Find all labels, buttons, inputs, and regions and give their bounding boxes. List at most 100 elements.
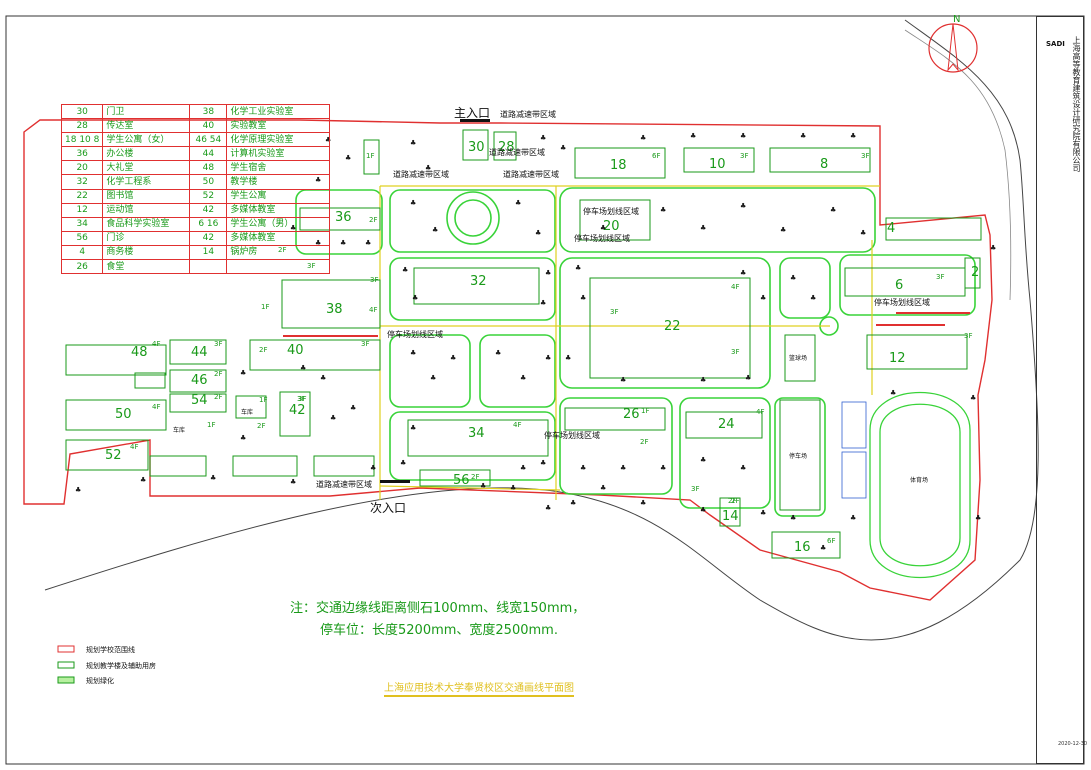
floor-tag: 3F xyxy=(964,332,972,340)
legend-building-name: 学生公寓（男） xyxy=(226,216,331,232)
legend-building-name: 化学原理实验室 xyxy=(226,132,331,148)
tree-icon: ♣ xyxy=(620,464,626,472)
legend-building-number: 40 xyxy=(189,118,228,134)
floor-tag: 4F xyxy=(731,283,739,291)
car-shed-label: 车库 xyxy=(173,426,185,434)
legend-building-number: 14 xyxy=(189,244,228,261)
tree-icon: ♣ xyxy=(520,464,526,472)
tree-icon: ♣ xyxy=(990,244,996,252)
floor-tag: 3F xyxy=(297,395,305,403)
floor-tag: 3F xyxy=(731,348,739,356)
building-number: 48 xyxy=(131,345,148,360)
building-number: 16 xyxy=(794,540,811,555)
tree-icon: ♣ xyxy=(790,274,796,282)
building-number: 50 xyxy=(115,407,132,422)
tree-icon: ♣ xyxy=(620,376,626,384)
legend-building-name: 门卫 xyxy=(102,103,191,120)
legend-building-name: 学生公寓 xyxy=(226,188,331,204)
compass-icon xyxy=(928,23,978,73)
floor-tag: 1F xyxy=(261,303,269,311)
building-number: 38 xyxy=(326,302,343,317)
tree-icon: ♣ xyxy=(330,414,336,422)
floor-tag: 2F xyxy=(640,438,648,446)
building-number: 44 xyxy=(191,345,208,360)
tree-icon: ♣ xyxy=(240,369,246,377)
tree-icon: ♣ xyxy=(480,482,486,490)
tree-icon: ♣ xyxy=(740,132,746,140)
tree-icon: ♣ xyxy=(400,459,406,467)
tree-icon: ♣ xyxy=(640,499,646,507)
legend-building-number: 22 xyxy=(60,188,104,204)
tree-icon: ♣ xyxy=(345,154,351,162)
tree-icon: ♣ xyxy=(410,139,416,147)
tree-icon: ♣ xyxy=(430,374,436,382)
legend-building-name xyxy=(226,259,331,275)
company-name: 上海高等教育建筑设计研究院有限公司 xyxy=(1072,36,1081,172)
floor-tag: 3F xyxy=(361,340,369,348)
parking-zone-label: 停车场划线区域 xyxy=(544,430,600,440)
tree-icon: ♣ xyxy=(210,474,216,482)
floor-tag: 4F xyxy=(513,421,521,429)
company-logo: SADI xyxy=(1046,40,1065,48)
parking-zone-label: 停车场划线区域 xyxy=(583,206,639,216)
floor-tag: 1F xyxy=(259,396,267,404)
tree-icon: ♣ xyxy=(565,354,571,362)
legend-building-number: 32 xyxy=(60,174,104,190)
tree-icon: ♣ xyxy=(580,294,586,302)
tree-icon: ♣ xyxy=(425,164,431,172)
tree-icon: ♣ xyxy=(410,424,416,432)
building-number: 28 xyxy=(498,140,515,155)
tree-icon: ♣ xyxy=(410,199,416,207)
tree-icon: ♣ xyxy=(810,294,816,302)
building-number: 30 xyxy=(468,140,485,155)
tree-icon: ♣ xyxy=(450,354,456,362)
drawing-caption: 上海应用技术大学奉贤校区交通画线平面图 xyxy=(384,682,574,697)
tree-icon: ♣ xyxy=(660,464,666,472)
zone-annotations: 道路减速带区域 道路减速带区域 道路减速带区域 道路减速带区域 道路减速带区域 … xyxy=(316,109,930,489)
floor-tag: 1F xyxy=(207,421,215,429)
secondary-entrance-label: 次入口 xyxy=(370,501,406,515)
tree-icon: ♣ xyxy=(970,394,976,402)
legend-building-name: 学生公寓（女） xyxy=(102,132,191,148)
floor-tag: 2F xyxy=(731,497,739,505)
tree-icon: ♣ xyxy=(495,349,501,357)
tree-icon: ♣ xyxy=(545,354,551,362)
legend-building-number: 4 xyxy=(60,244,104,261)
key-boundary: 规划学校范围线 xyxy=(86,646,135,654)
legend-building-name: 实验教室 xyxy=(226,118,331,134)
tree-icon: ♣ xyxy=(540,459,546,467)
car-shed-label: 车库 xyxy=(241,408,253,416)
legend-building-name: 大礼堂 xyxy=(102,160,191,176)
legend-building-number: 42 xyxy=(189,230,228,246)
tree-icon: ♣ xyxy=(700,224,706,232)
tree-icon: ♣ xyxy=(600,484,606,492)
legend-building-number: 38 xyxy=(189,103,228,120)
building-number: 34 xyxy=(468,426,485,441)
legend-building-name: 运动馆 xyxy=(102,202,191,218)
floor-tag: 4F xyxy=(130,443,138,451)
legend-building-number: 28 xyxy=(60,118,104,134)
floor-tag: 3F xyxy=(861,152,869,160)
building-number: 8 xyxy=(820,157,828,172)
floor-tag: 2F xyxy=(728,497,736,505)
tree-icon: ♣ xyxy=(290,478,296,486)
date-stamp: 2020-12-30 xyxy=(1058,741,1088,747)
tree-icon: ♣ xyxy=(760,509,766,517)
legend-building-name: 多媒体教室 xyxy=(226,202,331,218)
building-labels: 30 28 18 10 8 36 20 4 32 6 2 38 22 12 48… xyxy=(105,140,979,555)
tree-icon: ♣ xyxy=(800,132,806,140)
floor-tag: 3F xyxy=(610,308,618,316)
legend-building-name: 多媒体教室 xyxy=(226,230,331,246)
floor-tag: 6F xyxy=(827,537,835,545)
legend-building-name: 办公楼 xyxy=(102,146,191,162)
legend-building-name: 传达室 xyxy=(102,118,191,134)
legend-building-name: 化学工程系 xyxy=(102,174,191,190)
sports-field-label: 体育场 xyxy=(910,476,928,484)
floor-tag: 2F xyxy=(259,346,267,354)
building-number: 20 xyxy=(603,219,620,234)
tree-icon: ♣ xyxy=(700,456,706,464)
